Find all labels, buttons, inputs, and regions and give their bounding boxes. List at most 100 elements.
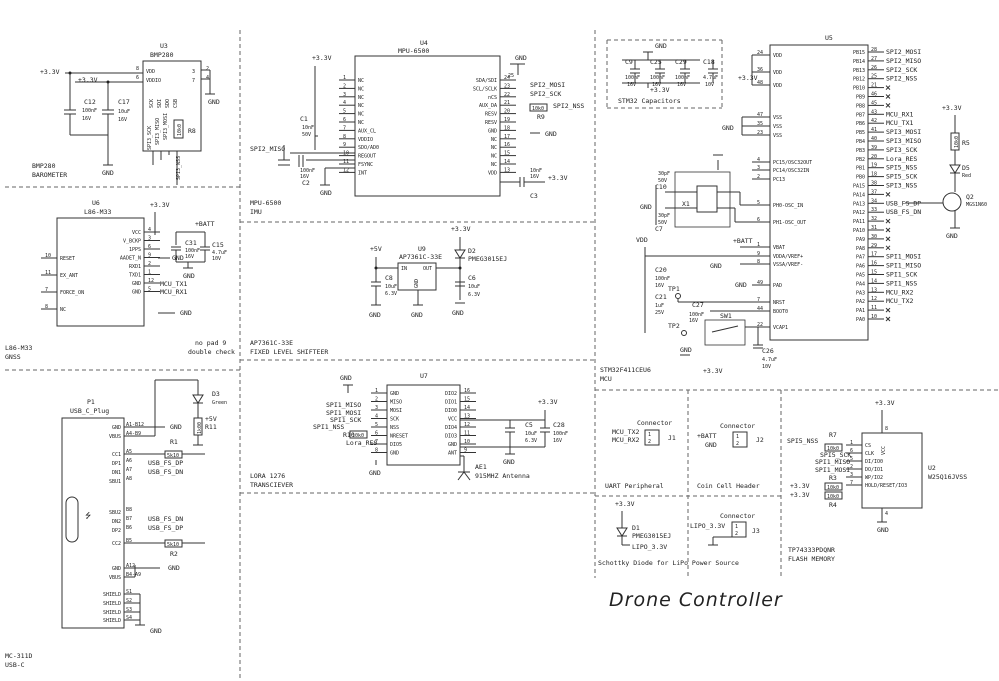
svg-text:D5: D5 bbox=[962, 164, 970, 172]
svg-text:Connector: Connector bbox=[720, 512, 755, 520]
svg-text:USB_C_Plug: USB_C_Plug bbox=[70, 407, 109, 415]
pin-label: PB10 bbox=[853, 86, 865, 92]
svg-text:30pF: 30pF bbox=[658, 171, 670, 177]
svg-text:B6: B6 bbox=[126, 525, 132, 531]
svg-text:1: 1 bbox=[648, 432, 651, 438]
svg-text:A1-B12: A1-B12 bbox=[126, 422, 144, 428]
svg-text:10nF: 10nF bbox=[302, 125, 314, 131]
svg-text:9: 9 bbox=[757, 251, 760, 257]
svg-text:2: 2 bbox=[648, 439, 651, 445]
svg-text:8: 8 bbox=[343, 134, 346, 140]
svg-text:9: 9 bbox=[464, 448, 467, 454]
pin-label: DO/IO1 bbox=[865, 467, 883, 473]
svg-text:16V: 16V bbox=[652, 82, 661, 88]
net-label: USB_FS_DN bbox=[886, 208, 921, 216]
svg-text:3: 3 bbox=[343, 92, 346, 98]
pin-label: GND bbox=[390, 451, 399, 457]
svg-text:16V: 16V bbox=[627, 82, 636, 88]
net-label: SPI2_MISO bbox=[886, 57, 921, 65]
pin-label: PB12 bbox=[853, 77, 865, 83]
net-label: SPI3_NSS bbox=[886, 182, 917, 190]
svg-text:16V: 16V bbox=[300, 174, 309, 180]
svg-text:6.3V: 6.3V bbox=[385, 291, 397, 297]
svg-text:AE1: AE1 bbox=[475, 463, 487, 471]
pin-label: DIO3 bbox=[445, 434, 457, 440]
pin-label: PC14/OSC32IN bbox=[773, 168, 809, 174]
pin-label: PA0 bbox=[856, 317, 865, 323]
pin-label: VBUS bbox=[109, 434, 121, 440]
svg-text:3: 3 bbox=[192, 69, 195, 75]
pin-label: DIO2 bbox=[445, 391, 457, 397]
svg-text:Red: Red bbox=[962, 173, 971, 179]
usb-icon: ⭍ bbox=[85, 511, 92, 520]
svg-text:double check: double check bbox=[188, 348, 235, 356]
svg-text:50V: 50V bbox=[658, 220, 667, 226]
svg-text:39: 39 bbox=[871, 145, 877, 151]
svg-text:16V: 16V bbox=[655, 283, 664, 289]
svg-text:C28: C28 bbox=[553, 421, 565, 429]
svg-text:C12: C12 bbox=[84, 98, 96, 106]
svg-text:C1: C1 bbox=[300, 115, 308, 123]
pin-label: PA13 bbox=[853, 201, 865, 207]
pin-label: SBU2 bbox=[109, 510, 121, 516]
pin-label: PB6 bbox=[856, 121, 865, 127]
svg-text:17: 17 bbox=[871, 252, 877, 258]
svg-text:SPI2_NSS: SPI2_NSS bbox=[553, 102, 584, 110]
svg-text:SPI1_MISO: SPI1_MISO bbox=[326, 401, 361, 409]
svg-text:GND: GND bbox=[414, 279, 420, 288]
svg-text:GNSS: GNSS bbox=[5, 353, 21, 361]
svg-text:GND: GND bbox=[172, 254, 184, 262]
svg-text:4: 4 bbox=[206, 75, 209, 81]
svg-text:2: 2 bbox=[757, 174, 760, 180]
svg-text:A6: A6 bbox=[126, 458, 132, 464]
svg-text:30: 30 bbox=[871, 234, 877, 240]
svg-text:D3: D3 bbox=[212, 390, 220, 398]
svg-text:A7: A7 bbox=[126, 467, 132, 473]
net-label: SPI2_SCK bbox=[886, 66, 917, 74]
svg-text:PMEG3015EJ: PMEG3015EJ bbox=[468, 255, 507, 263]
net-label: SPI1_NSS bbox=[886, 279, 917, 287]
net-label: Lora_RES bbox=[886, 155, 917, 163]
svg-text:P1: P1 bbox=[87, 398, 95, 406]
pin-label: VBUS bbox=[109, 575, 121, 581]
svg-text:46: 46 bbox=[871, 92, 877, 98]
svg-text:11: 11 bbox=[871, 305, 877, 311]
lora-block: U7 GND1MISO2MOSI3SCK4NSS5NRESET6DIO57GND… bbox=[250, 372, 568, 489]
svg-text:MC-311D: MC-311D bbox=[5, 652, 32, 660]
svg-text:+BATT: +BATT bbox=[733, 237, 753, 245]
svg-text:10: 10 bbox=[343, 151, 349, 157]
svg-text:24: 24 bbox=[757, 50, 763, 56]
svg-text:4: 4 bbox=[375, 414, 378, 420]
svg-text:USB_FS_DP: USB_FS_DP bbox=[148, 459, 183, 467]
svg-text:7: 7 bbox=[45, 287, 48, 293]
svg-text:GND: GND bbox=[369, 469, 381, 477]
pin-label: VSS bbox=[773, 115, 782, 121]
svg-text:SDO: SDO bbox=[165, 99, 171, 108]
pin-label: WP/IO2 bbox=[865, 475, 883, 481]
svg-text:GND: GND bbox=[705, 441, 717, 449]
pin-label: V_BCKP bbox=[123, 239, 141, 245]
pin-label: VCAP1 bbox=[773, 325, 788, 331]
svg-text:+BATT: +BATT bbox=[697, 432, 717, 440]
pin-label: DN2 bbox=[112, 519, 121, 525]
svg-text:GND: GND bbox=[180, 309, 192, 317]
svg-text:7: 7 bbox=[757, 297, 760, 303]
svg-text:9: 9 bbox=[148, 253, 151, 259]
svg-text:6: 6 bbox=[148, 244, 151, 250]
pin-label: MISO bbox=[390, 400, 402, 406]
svg-text:10uF: 10uF bbox=[118, 109, 130, 115]
svg-text:+3.3V: +3.3V bbox=[650, 86, 670, 94]
coin-cell-block: Connector 1 2 J2 +BATT GND Coin Cell Hea… bbox=[697, 422, 764, 490]
svg-text:GND: GND bbox=[722, 124, 734, 132]
svg-text:10uF: 10uF bbox=[525, 431, 537, 437]
pin-label: RESV bbox=[485, 112, 497, 118]
svg-text:24: 24 bbox=[504, 75, 510, 81]
svg-text:SPI1_MOSI: SPI1_MOSI bbox=[815, 466, 850, 474]
svg-text:5: 5 bbox=[148, 287, 151, 293]
svg-text:PMEG3015EJ: PMEG3015EJ bbox=[632, 532, 671, 540]
svg-text:10k0: 10k0 bbox=[827, 446, 839, 452]
svg-text:TP1: TP1 bbox=[668, 285, 680, 293]
pin-label: DIO4 bbox=[445, 425, 457, 431]
pin-label: GND bbox=[132, 281, 141, 287]
svg-text:MCU_TX2: MCU_TX2 bbox=[612, 428, 639, 436]
